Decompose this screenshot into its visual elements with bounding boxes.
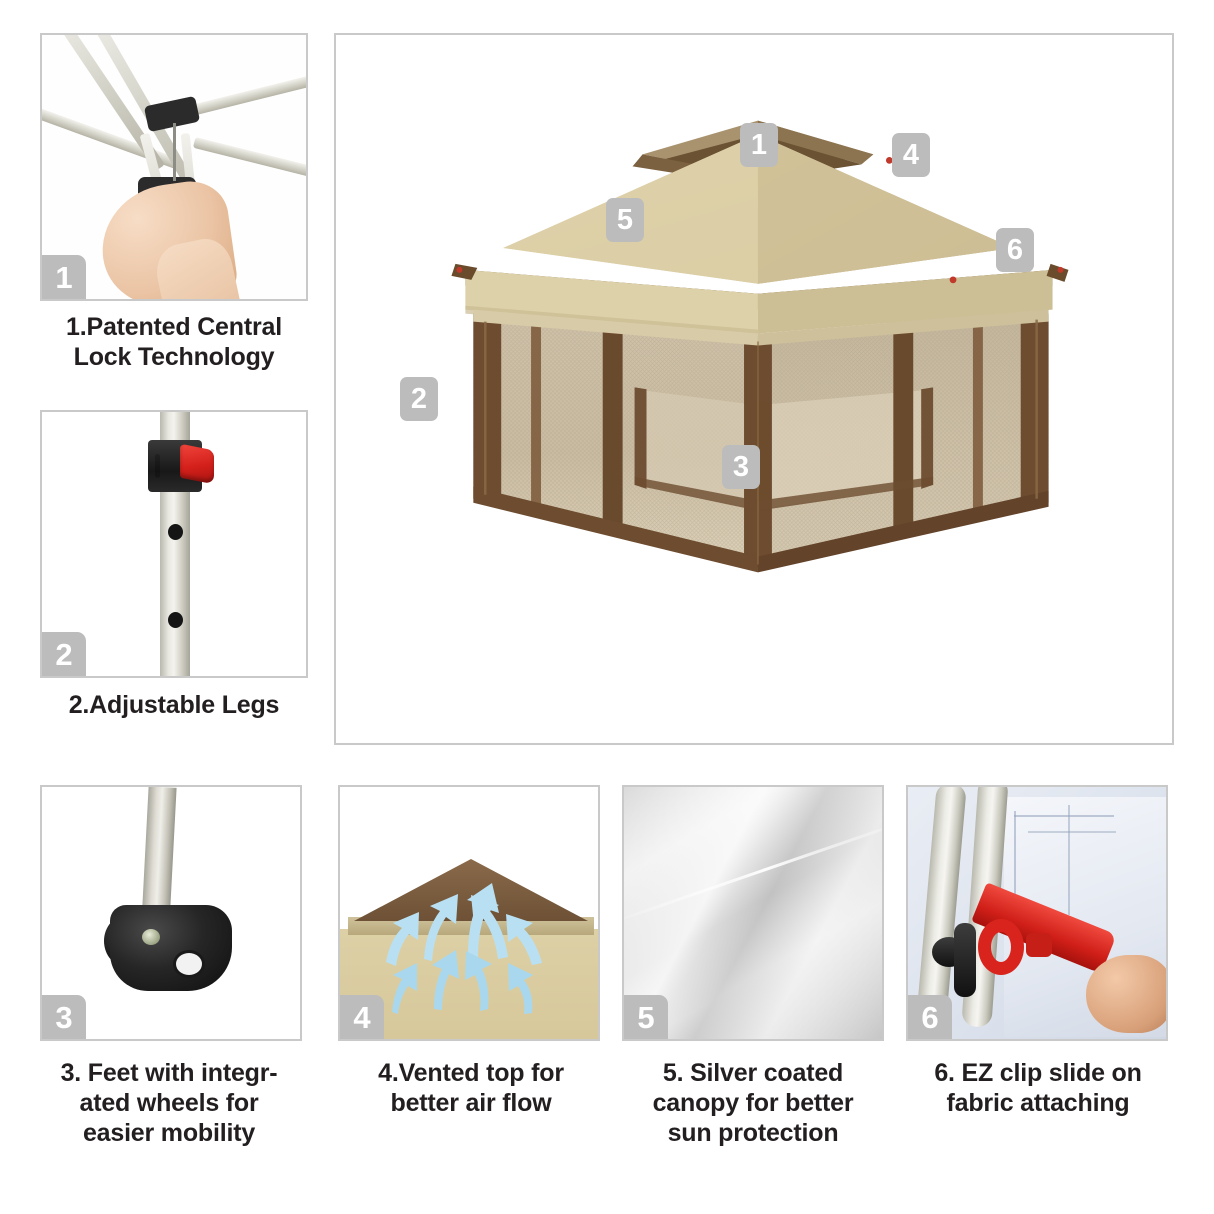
- feature-3-photo: 3: [40, 785, 302, 1041]
- post-seam: [893, 325, 914, 541]
- feature-3-caption: 3. Feet with integr- ated wheels for eas…: [16, 1058, 322, 1148]
- caption-line: canopy for better: [652, 1089, 854, 1117]
- feature-4-caption: 4.Vented top for better air flow: [326, 1058, 616, 1118]
- feature-panel-5: 5: [622, 785, 884, 1041]
- stitch-line: [1068, 805, 1070, 915]
- feature-panel-6: 6: [906, 785, 1168, 1041]
- caption-line: sun protection: [667, 1119, 839, 1147]
- caption-line: 2.Adjustable Legs: [68, 691, 280, 719]
- feature-1-badge: 1: [42, 255, 86, 299]
- feature-panel-1: 1: [40, 33, 308, 301]
- main-gazebo-photo: 1 4 5 6 2 3: [334, 33, 1174, 745]
- feature-1-caption: 1.Patented Central Lock Technology: [22, 312, 326, 372]
- feature-4-photo: 4: [338, 785, 600, 1041]
- airflow-arrows: [386, 883, 542, 1014]
- leg-hole: [168, 612, 183, 628]
- callout-tag-6: 6: [996, 228, 1034, 272]
- stitch-line: [1014, 815, 1114, 817]
- roof-skirt-right: [757, 269, 1053, 334]
- feature-2-photo: 2: [40, 410, 308, 678]
- gazebo-illustration: [451, 120, 1069, 573]
- red-release-lever: [180, 443, 214, 485]
- caption-line: easier mobility: [82, 1119, 256, 1147]
- caption-line: 4.Vented top for: [378, 1059, 564, 1087]
- housing-detail: [155, 454, 160, 478]
- caption-line: fabric attaching: [946, 1089, 1130, 1117]
- feature-6-badge: 6: [908, 995, 952, 1039]
- callout-tag-2: 2: [400, 377, 438, 421]
- leg-hole: [168, 524, 183, 540]
- bottom-hem-right: [757, 490, 1049, 573]
- feature-5-photo: 5: [622, 785, 884, 1041]
- callout-tag-1: 1: [740, 123, 778, 167]
- callout-tag-3: 3: [722, 445, 760, 489]
- bottom-hem-left: [473, 486, 758, 573]
- feature-1-photo: 1: [40, 33, 308, 301]
- feature-5-caption: 5. Silver coated canopy for better sun p…: [608, 1058, 898, 1148]
- stitch-line: [1028, 831, 1116, 833]
- caption-line: better air flow: [390, 1089, 552, 1117]
- silver-fabric: [624, 787, 882, 1039]
- lock-cable: [173, 123, 176, 181]
- corner-post-left: [473, 313, 502, 503]
- callout-tag-5: 5: [606, 198, 644, 242]
- caption-line: 3. Feet with integr-: [60, 1059, 278, 1087]
- clip-nub: [1026, 933, 1052, 957]
- caption-line: 6. EZ clip slide on: [934, 1059, 1142, 1087]
- feature-3-badge: 3: [42, 995, 86, 1039]
- feature-panel-2: 2: [40, 410, 308, 678]
- feature-4-badge: 4: [340, 995, 384, 1039]
- foot-screw: [142, 929, 160, 945]
- caption-line: Lock Technology: [73, 343, 275, 371]
- feature-panel-3: 3: [40, 785, 302, 1041]
- corner-post-right: [1020, 313, 1049, 507]
- caption-line: 5. Silver coated: [662, 1059, 844, 1087]
- feature-6-caption: 6. EZ clip slide on fabric attaching: [892, 1058, 1184, 1118]
- callout-tag-4: 4: [892, 133, 930, 177]
- caption-line: 1.Patented Central: [66, 313, 282, 341]
- foot-housing: [110, 905, 232, 991]
- thumb: [1086, 955, 1166, 1033]
- main-product-panel: 1 4 5 6 2 3: [334, 33, 1174, 745]
- feature-panel-4: 4: [338, 785, 600, 1041]
- stitch-line: [1014, 811, 1016, 931]
- caption-line: ated wheels for: [79, 1089, 259, 1117]
- feature-6-photo: 6: [906, 785, 1168, 1041]
- feature-2-badge: 2: [42, 632, 86, 676]
- feature-2-caption: 2.Adjustable Legs: [22, 690, 326, 720]
- black-lever: [954, 923, 976, 997]
- ez-clip-ring: [978, 919, 1024, 975]
- roof-skirt-left: [465, 269, 758, 334]
- post-seam: [602, 325, 623, 533]
- stake-hole: [176, 953, 202, 975]
- feature-5-badge: 5: [624, 995, 668, 1039]
